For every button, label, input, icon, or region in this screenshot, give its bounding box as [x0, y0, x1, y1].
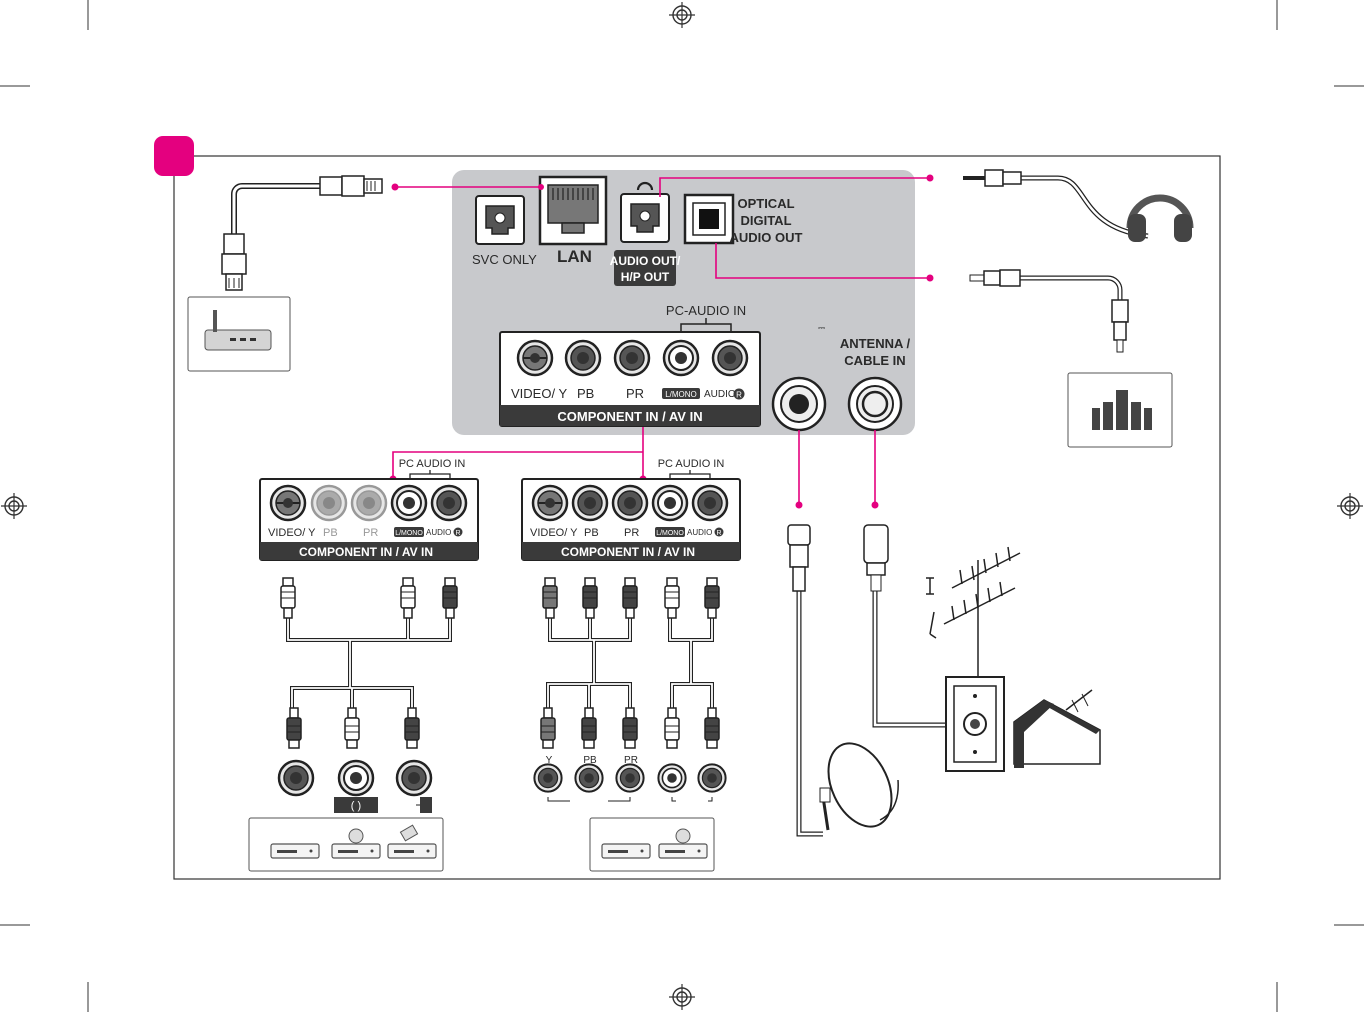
antenna-icon: [926, 546, 1021, 676]
antenna-label-1: ANTENNA /: [840, 336, 911, 351]
left-l-mono-label: L/MONO: [395, 530, 423, 537]
speaker-system-icon: [1092, 390, 1152, 430]
section-marker: [154, 136, 194, 176]
tv-video-y-label: VIDEO/ Y: [511, 386, 567, 401]
registration-mark-icon: [1336, 492, 1364, 520]
audio-out-label-2: H/P OUT: [621, 270, 670, 284]
connection-lines: [392, 177, 930, 505]
camera-icon: [399, 824, 419, 842]
antenna-cable: [863, 524, 945, 728]
left-pc-audio-in-label: PC AUDIO IN: [399, 458, 466, 470]
lan-cable: [221, 175, 383, 291]
left-l-mono-badge: [394, 527, 424, 537]
mid-audio-r-label: R: [716, 530, 721, 537]
satellite-cable: [787, 524, 823, 837]
pc-audio-in-label: PC-AUDIO IN: [666, 303, 746, 318]
headphone-jack: [620, 193, 670, 243]
left-component-panel: [259, 478, 479, 561]
headphone-cable: [963, 169, 1149, 239]
left-pb-label: PB: [323, 527, 338, 539]
dvd-player-icon: [331, 843, 381, 859]
dvd-player-icon: [658, 843, 708, 859]
tv-l-mono-label: L/MONO: [665, 390, 697, 399]
mid-component-panel: [521, 478, 741, 561]
registration-mark-icon: [0, 492, 28, 520]
mid-pr-label: PR: [624, 527, 639, 539]
optical-cable: [969, 269, 1129, 353]
pc-audio-in-bracket: [680, 318, 732, 333]
left-audio-r-badge: [453, 527, 463, 537]
mid-bottom-pr-label: PR: [624, 755, 638, 766]
tv-l-mono-badge: [662, 388, 700, 399]
tv-pr-label: PR: [626, 386, 644, 401]
registration-mark-icon: [668, 983, 696, 1011]
headphones-icon: [1126, 194, 1194, 242]
disc-icon: [348, 828, 364, 844]
lan-label: LAN: [557, 247, 592, 266]
mid-pc-audio-in-label: PC AUDIO IN: [658, 458, 725, 470]
dvd-player-icon: [601, 843, 651, 859]
left-bottom-mark-box: [334, 797, 378, 813]
mid-component-cable: [533, 577, 727, 793]
lan-port: [538, 175, 608, 246]
tv-component-panel: [499, 331, 761, 427]
svc-only-label: SVC ONLY: [472, 252, 537, 267]
audio-out-label-1: AUDIO OUT/: [610, 254, 681, 268]
mid-pc-audio-bracket: [669, 470, 711, 480]
optical-label-2: DIGITAL: [740, 213, 791, 228]
tv-audio-r-label: R: [736, 391, 742, 400]
tv-pb-label: PB: [577, 386, 594, 401]
antenna-cable-in-port: [847, 376, 903, 432]
wall-outlet-icon: [945, 676, 1005, 772]
mid-video-y-label: VIDEO/ Y: [530, 527, 578, 539]
mid-bottom-pb-label: PB: [583, 755, 597, 766]
left-audio-r-label: R: [455, 530, 460, 537]
left-component-bar-label: COMPONENT IN / AV IN: [299, 545, 433, 559]
tv-component-bar-label: COMPONENT IN / AV IN: [557, 409, 702, 424]
tv-audio-r-badge: [733, 388, 745, 400]
mid-y-label: Y: [546, 755, 553, 766]
left-pr-label: PR: [363, 527, 378, 539]
mid-l-mono-badge: [655, 527, 685, 537]
dvd-player-icon: [270, 843, 320, 859]
mid-audio-r-badge: [714, 527, 724, 537]
optical-label-1: OPTICAL: [737, 196, 794, 211]
mid-l-mono-label: L/MONO: [656, 530, 684, 537]
mid-bottom-brackets: [547, 797, 713, 802]
left-bottom-mark-2: [420, 797, 432, 813]
audio-out-label-box: [614, 250, 676, 286]
satellite-in-port: [771, 376, 827, 432]
optical-label-3: AUDIO OUT: [730, 230, 803, 245]
tv-audio-label: AUDIO: [704, 389, 736, 400]
diagram-frame: [173, 155, 1221, 880]
left-audio-label: AUDIO: [426, 528, 451, 537]
mid-audio-label: AUDIO: [687, 528, 712, 537]
mid-pb-label: PB: [584, 527, 599, 539]
left-bottom-mark: ( ): [351, 800, 361, 812]
left-video-y-label: VIDEO/ Y: [268, 527, 316, 539]
left-pc-audio-bracket: [409, 470, 451, 480]
registration-mark-icon: [668, 1, 696, 29]
svc-only-port: [475, 195, 525, 245]
vcr-icon: [387, 843, 437, 859]
disc-icon: [675, 828, 691, 844]
satellite-dish-icon: [819, 742, 899, 831]
house-icon: [1013, 689, 1101, 768]
router-icon: [204, 310, 272, 351]
optical-port: [683, 193, 735, 245]
antenna-label-2: CABLE IN: [844, 353, 905, 368]
left-av-cable: [277, 577, 458, 797]
dc-symbol-label: ⎓: [818, 323, 825, 333]
headphone-symbol-icon: [636, 181, 654, 191]
mid-component-bar-label: COMPONENT IN / AV IN: [561, 545, 695, 559]
